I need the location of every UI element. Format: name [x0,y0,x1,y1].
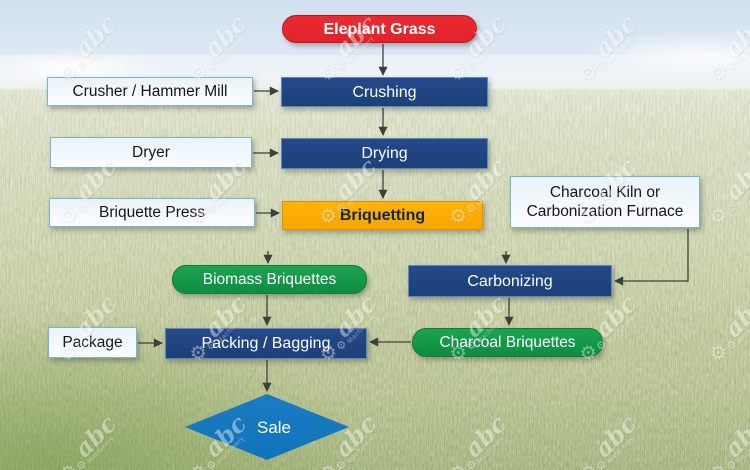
edge-charcoal-kiln-to-carbonizing [614,229,689,286]
